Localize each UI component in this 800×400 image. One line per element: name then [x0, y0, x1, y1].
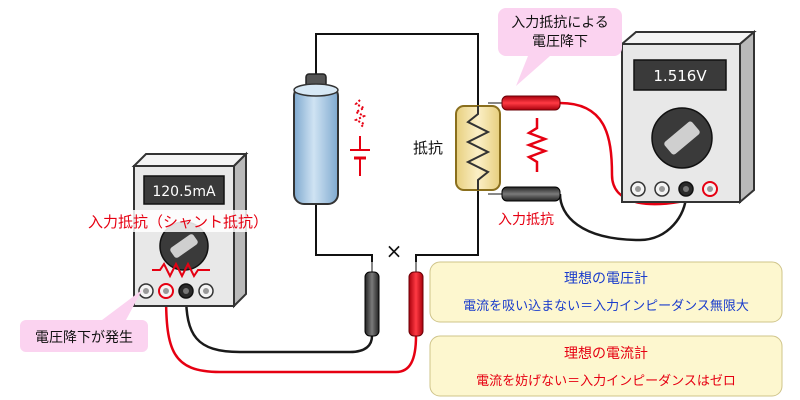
ammeter: 120.5mA: [131, 151, 249, 309]
shunt-resistor-icon: [152, 261, 210, 279]
shunt-resistance-label: 入力抵抗（シャント抵抗）: [88, 213, 268, 231]
ammeter-black-probe: [364, 262, 380, 337]
ideal-voltmeter-callout: 理想の電圧計 電流を吸い込まない＝入力インピーダンス無限大: [429, 261, 783, 323]
voltmeter-black-lead: [558, 193, 688, 242]
ammeter-red-probe: [408, 262, 424, 337]
voltmeter-red-probe: [488, 95, 561, 111]
rotary-dial-icon: [159, 221, 209, 271]
voltage-drop-callout-line1: 入力抵抗による: [511, 15, 609, 31]
voltmeter-display: [633, 59, 727, 91]
resistor-symbol-icon: [525, 118, 549, 172]
resistor-icon: [455, 105, 501, 191]
voltage-drop-callout: 入力抵抗による 電圧降下: [498, 8, 622, 86]
voltage-drop-occurs-callout: 電圧降下が発生: [20, 290, 148, 352]
voltage-drop-callout-line2: 電圧降下: [532, 34, 588, 50]
ideal-voltmeter-body: 電流を吸い込まない＝入力インピーダンス無限大: [463, 299, 749, 314]
open-point-mark: ×: [386, 239, 403, 263]
voltmeter-reading: 1.516V: [653, 67, 707, 85]
ammeter-display: [143, 175, 225, 205]
voltmeter: 1.516V: [619, 29, 757, 205]
ammeter-jacks: [138, 283, 214, 299]
battery-symbol-icon: [350, 99, 370, 176]
ideal-voltmeter-title: 理想の電圧計: [564, 271, 648, 287]
voltmeter-jacks: [630, 181, 718, 197]
ammeter-black-lead: [184, 293, 374, 354]
battery-icon: [293, 73, 339, 205]
ideal-ammeter-callout: 理想の電流計 電流を妨げない＝入力インピーダンスはゼロ: [429, 335, 783, 397]
voltage-drop-occurs-text: 電圧降下が発生: [35, 330, 133, 346]
ideal-ammeter-body: 電流を妨げない＝入力インピーダンスはゼロ: [476, 374, 736, 389]
ammeter-reading: 120.5mA: [152, 184, 216, 200]
rotary-dial-icon: [651, 107, 713, 169]
voltmeter-red-lead: [559, 101, 709, 206]
resistor-label: 抵抗: [413, 139, 443, 157]
voltmeter-input-resistance-label: 入力抵抗: [498, 212, 554, 228]
circuit-wire: [315, 33, 479, 268]
ideal-ammeter-title: 理想の電流計: [564, 346, 648, 362]
voltmeter-black-probe: [488, 186, 561, 202]
ammeter-red-lead: [164, 293, 418, 374]
